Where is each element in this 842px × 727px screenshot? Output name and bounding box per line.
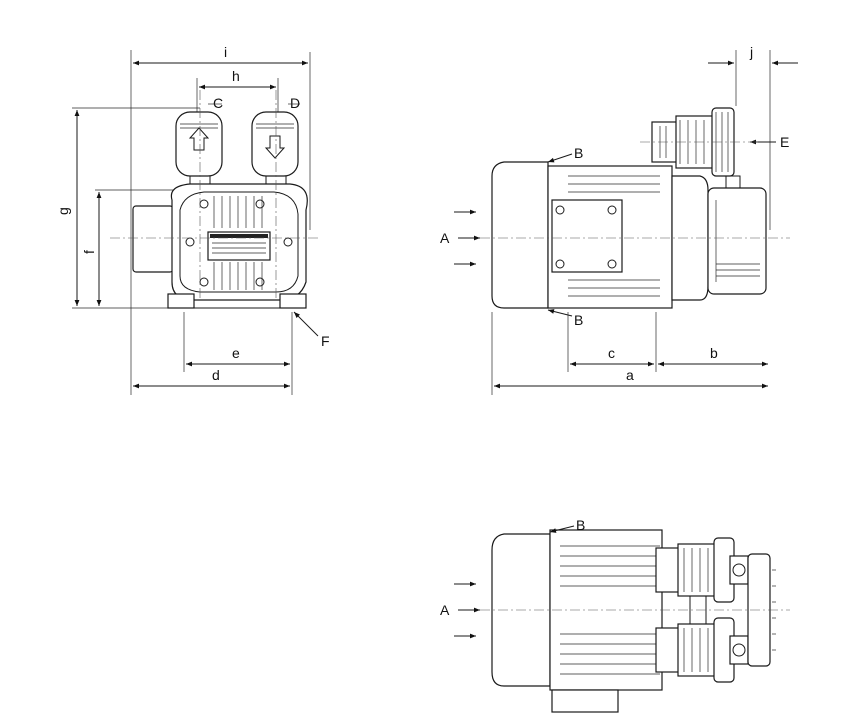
feet-f-label: F <box>321 333 330 349</box>
leader-b-top <box>547 153 573 163</box>
mount-b-top-label: B <box>574 145 583 161</box>
leader-b-bottom <box>547 309 573 317</box>
dim-b-label: b <box>710 345 718 361</box>
dim-j-label: j <box>749 44 753 60</box>
dim-a-label: a <box>626 367 634 383</box>
dim-i-label: i <box>224 44 227 60</box>
inlet-filter-left <box>175 111 223 187</box>
leader-b-plan <box>549 525 575 533</box>
port-c-label: C <box>213 95 223 111</box>
dim-e-label: e <box>232 345 240 361</box>
plan-airflow-a-label: A <box>440 602 450 618</box>
front-view: i h C D g f <box>55 44 330 395</box>
mount-b-plan-label: B <box>576 517 585 533</box>
outlet-filter-right <box>251 111 299 187</box>
dim-d-label: d <box>212 367 220 383</box>
side-view: j E <box>440 44 798 395</box>
dim-c-label: c <box>608 345 615 361</box>
side-filter <box>640 107 760 189</box>
pump-cover <box>707 187 767 295</box>
leader-f <box>293 311 319 337</box>
mount-b-bottom-label: B <box>574 312 583 328</box>
dim-g-label: g <box>55 207 71 215</box>
fan-cowl <box>491 161 549 309</box>
port-e-label: E <box>780 134 789 150</box>
plan-view: B A <box>440 517 790 713</box>
dim-h-label: h <box>232 68 240 84</box>
airflow-a-label: A <box>440 230 450 246</box>
dim-f-label: f <box>81 250 97 254</box>
port-d-label: D <box>290 95 300 111</box>
pump-body-front <box>110 90 320 309</box>
